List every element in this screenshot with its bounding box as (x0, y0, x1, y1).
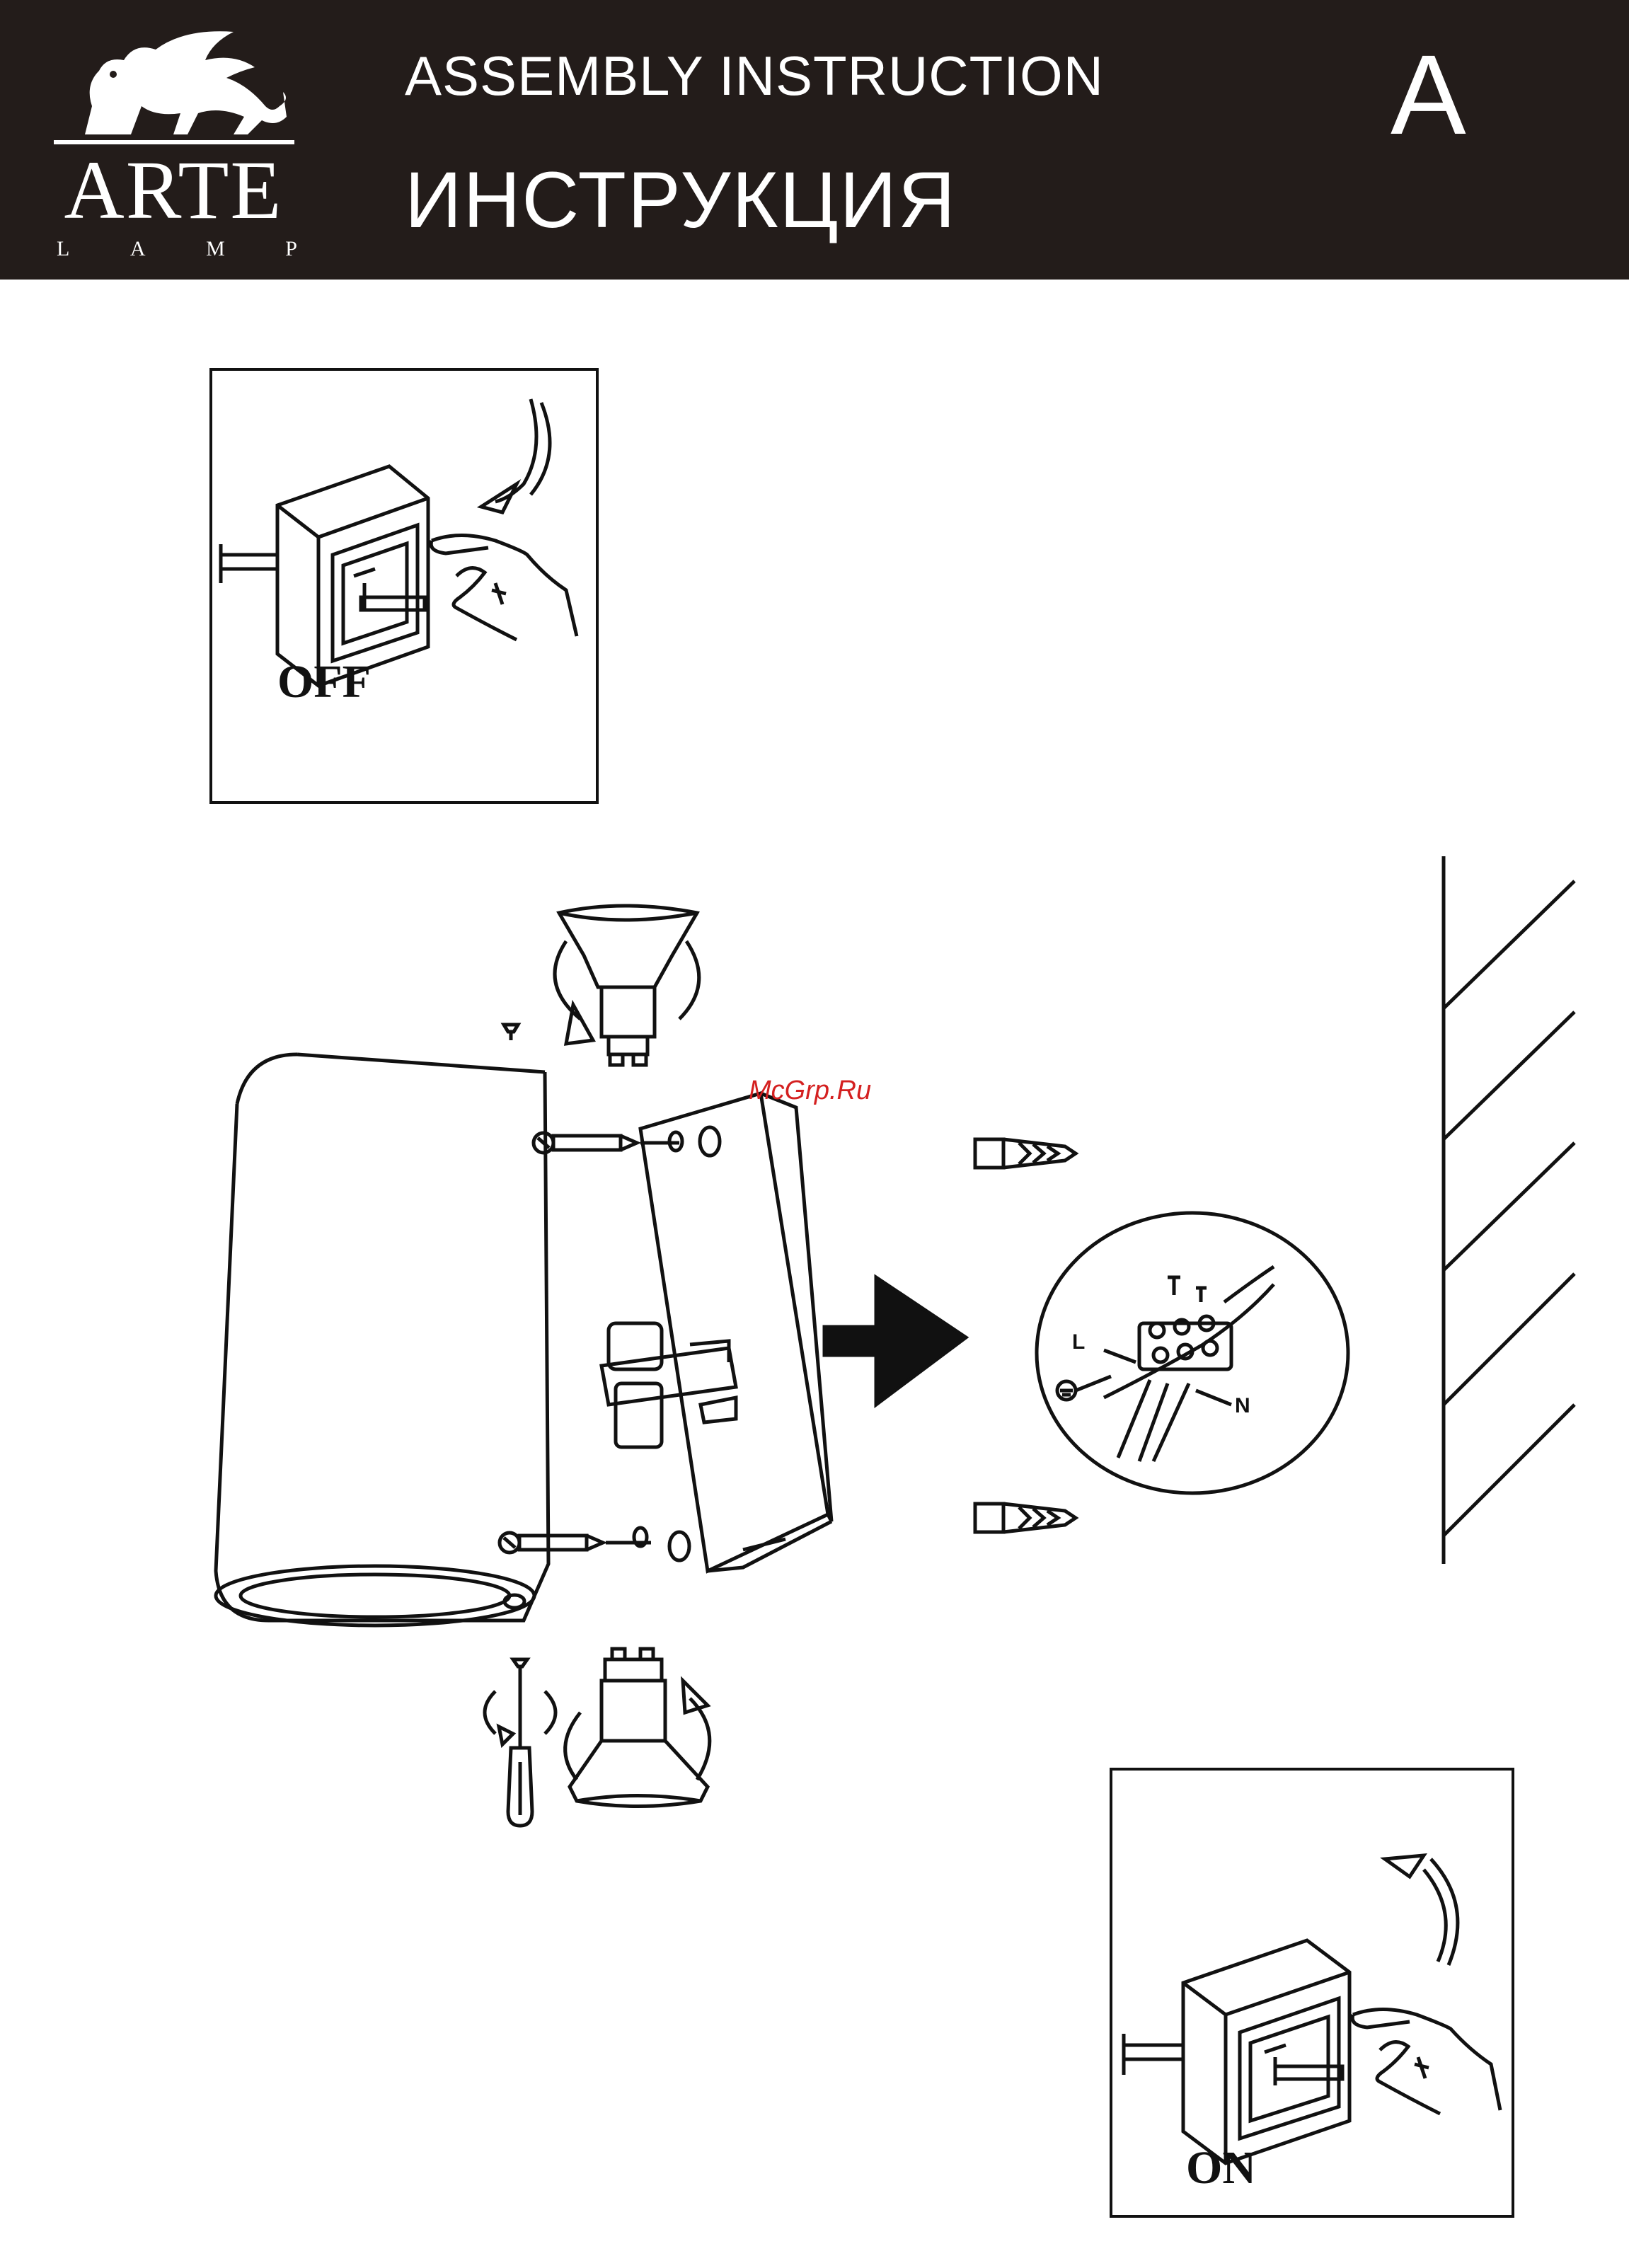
on-label: ON (1186, 2141, 1256, 2195)
lamp-socket (601, 1323, 736, 1447)
watermark-text: McGrp.Ru (749, 1076, 871, 1106)
wall-hatching (1444, 856, 1575, 1564)
switch-on-illustration (1112, 1771, 1517, 2221)
gu10-bulb-top-icon (555, 906, 699, 1065)
gu10-bulb-bottom-icon (565, 1649, 710, 1807)
mounting-plate (640, 1093, 831, 1571)
screwdriver-icon (485, 1659, 556, 1826)
small-screw-top-icon (504, 1025, 518, 1040)
wire-live-label: L (1072, 1330, 1085, 1354)
direction-arrow-icon (824, 1277, 966, 1405)
mounting-screw-lower-icon (500, 1528, 651, 1553)
power-on-panel: ON (1110, 1768, 1514, 2218)
wire-neutral-label: N (1235, 1394, 1250, 1418)
mounting-screw-upper-icon (534, 1132, 682, 1153)
wall-plug-lower-icon (975, 1504, 1076, 1532)
wall-plug-upper-icon (975, 1139, 1076, 1168)
